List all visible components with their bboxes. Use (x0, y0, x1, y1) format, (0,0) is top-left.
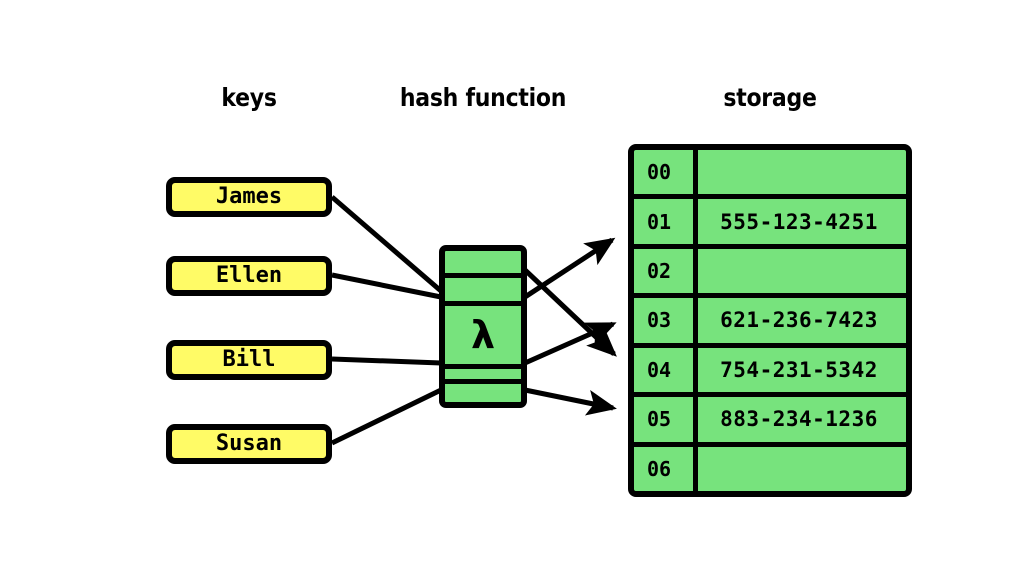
storage-index: 03 (634, 298, 698, 343)
key-label: Bill (222, 347, 276, 372)
arrow-hash-to-slot-04 (523, 268, 617, 357)
arrow-hash-to-slot-01 (523, 237, 616, 300)
key-box-james[interactable]: James (166, 177, 332, 217)
table-row[interactable]: 01 555-123-4251 (634, 199, 906, 249)
table-row[interactable]: 03 621-236-7423 (634, 298, 906, 348)
key-box-susan[interactable]: Susan (166, 424, 332, 464)
table-row[interactable]: 04 754-231-5342 (634, 347, 906, 398)
heading-hash-function: hash function (399, 83, 567, 112)
heading-keys: keys (221, 83, 277, 112)
key-label: Ellen (215, 263, 283, 288)
storage-index: 04 (634, 347, 698, 393)
table-row[interactable]: 06 (634, 446, 906, 491)
key-box-bill[interactable]: Bill (166, 340, 332, 380)
hash-divider-3 (445, 364, 521, 369)
lambda-symbol: λ (470, 313, 496, 357)
storage-value: 621-236-7423 (720, 308, 878, 333)
storage-value: 555-123-4251 (720, 209, 878, 234)
wire-ellen-to-hash (331, 272, 442, 300)
storage-index: 06 (634, 446, 698, 491)
hash-function-box[interactable]: λ (439, 245, 527, 408)
key-label: Susan (215, 431, 283, 456)
storage-value (698, 249, 906, 293)
storage-value: 883-234-1236 (720, 407, 878, 432)
storage-index: 00 (634, 150, 698, 195)
table-row[interactable]: 00 (634, 150, 906, 200)
arrow-hash-to-slot-03 (523, 321, 617, 366)
table-row[interactable]: 02 (634, 248, 906, 299)
hash-divider-4 (445, 379, 521, 384)
storage-index: 01 (634, 199, 698, 244)
table-row[interactable]: 05 883-234-1236 (634, 397, 906, 447)
hash-divider-1 (445, 273, 521, 278)
storage-value (698, 447, 906, 491)
arrow-hash-to-slot-05 (524, 387, 617, 416)
key-label: James (215, 184, 283, 209)
storage-value (698, 150, 906, 194)
storage-value: 754-231-5342 (720, 357, 878, 382)
storage-index: 02 (634, 248, 698, 294)
storage-index: 05 (634, 397, 698, 442)
wire-bill-to-hash (331, 356, 442, 366)
wire-susan-to-hash (330, 387, 443, 446)
heading-storage: storage (723, 83, 817, 112)
key-box-ellen[interactable]: Ellen (166, 256, 332, 296)
storage-table: 00 01 555-123-4251 02 03 621-236-7423 04… (628, 144, 912, 497)
wire-james-to-hash (330, 195, 443, 293)
hash-divider-2 (445, 301, 521, 306)
